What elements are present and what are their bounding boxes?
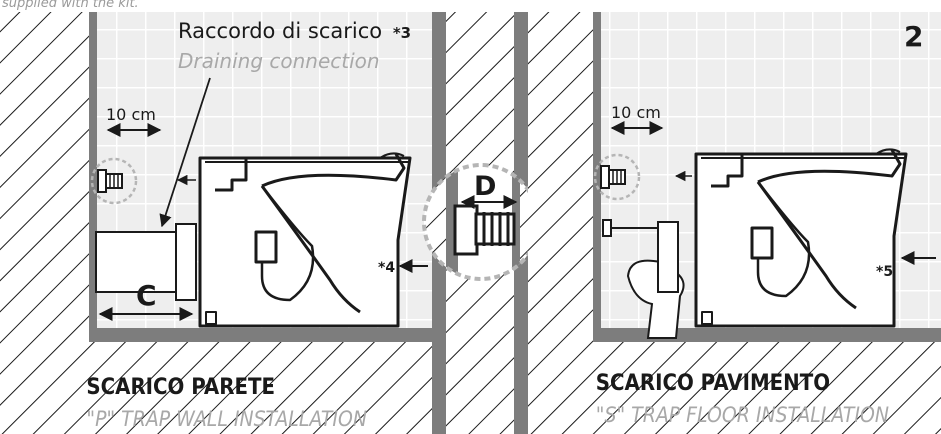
right-wall-connector-circle xyxy=(593,153,641,201)
right-caption-en: "S" TRAP FLOOR INSTALLATION xyxy=(596,402,889,427)
right-floor-line xyxy=(593,328,941,342)
left-drain-pipe xyxy=(95,231,179,293)
left-distance-label: 10 cm xyxy=(106,105,156,124)
right-panel: 2 10 cm *5 xyxy=(528,12,941,434)
right-toilet-bowl xyxy=(694,148,908,328)
left-floor-line xyxy=(89,328,433,342)
right-wall-edge xyxy=(593,12,601,342)
detail-magnifier: D xyxy=(422,163,540,281)
left-wall-connector-circle xyxy=(90,157,138,205)
left-toilet-bowl xyxy=(198,152,412,328)
left-ref-4: *4 xyxy=(378,260,395,276)
right-floor-drain xyxy=(602,219,685,339)
left-caption-it: SCARICO PARETE xyxy=(86,374,275,399)
left-floor-hatch xyxy=(89,342,433,434)
left-callout-title: Raccordo di scarico *3 xyxy=(178,19,411,43)
left-callout-subtitle: Draining connection xyxy=(178,49,380,73)
detail-dimension-d: D xyxy=(474,171,496,202)
right-floor-hatch xyxy=(593,342,941,434)
left-panel: 10 cm Raccordo di scarico *3 Draining co… xyxy=(0,12,433,434)
figure-number: 2 xyxy=(904,20,923,53)
left-caption-en: "P" TRAP WALL INSTALLATION xyxy=(86,406,367,431)
right-distance-label: 10 cm xyxy=(611,103,661,122)
right-wall-hatch xyxy=(528,12,594,434)
left-callout-leader xyxy=(159,77,211,228)
header-fragment: supplied with the kit. xyxy=(2,0,139,11)
left-dimension-c: C xyxy=(136,279,157,312)
right-ref-5: *5 xyxy=(876,264,893,280)
right-caption-it: SCARICO PAVIMENTO xyxy=(596,370,830,395)
left-wall-hatch xyxy=(0,12,90,434)
